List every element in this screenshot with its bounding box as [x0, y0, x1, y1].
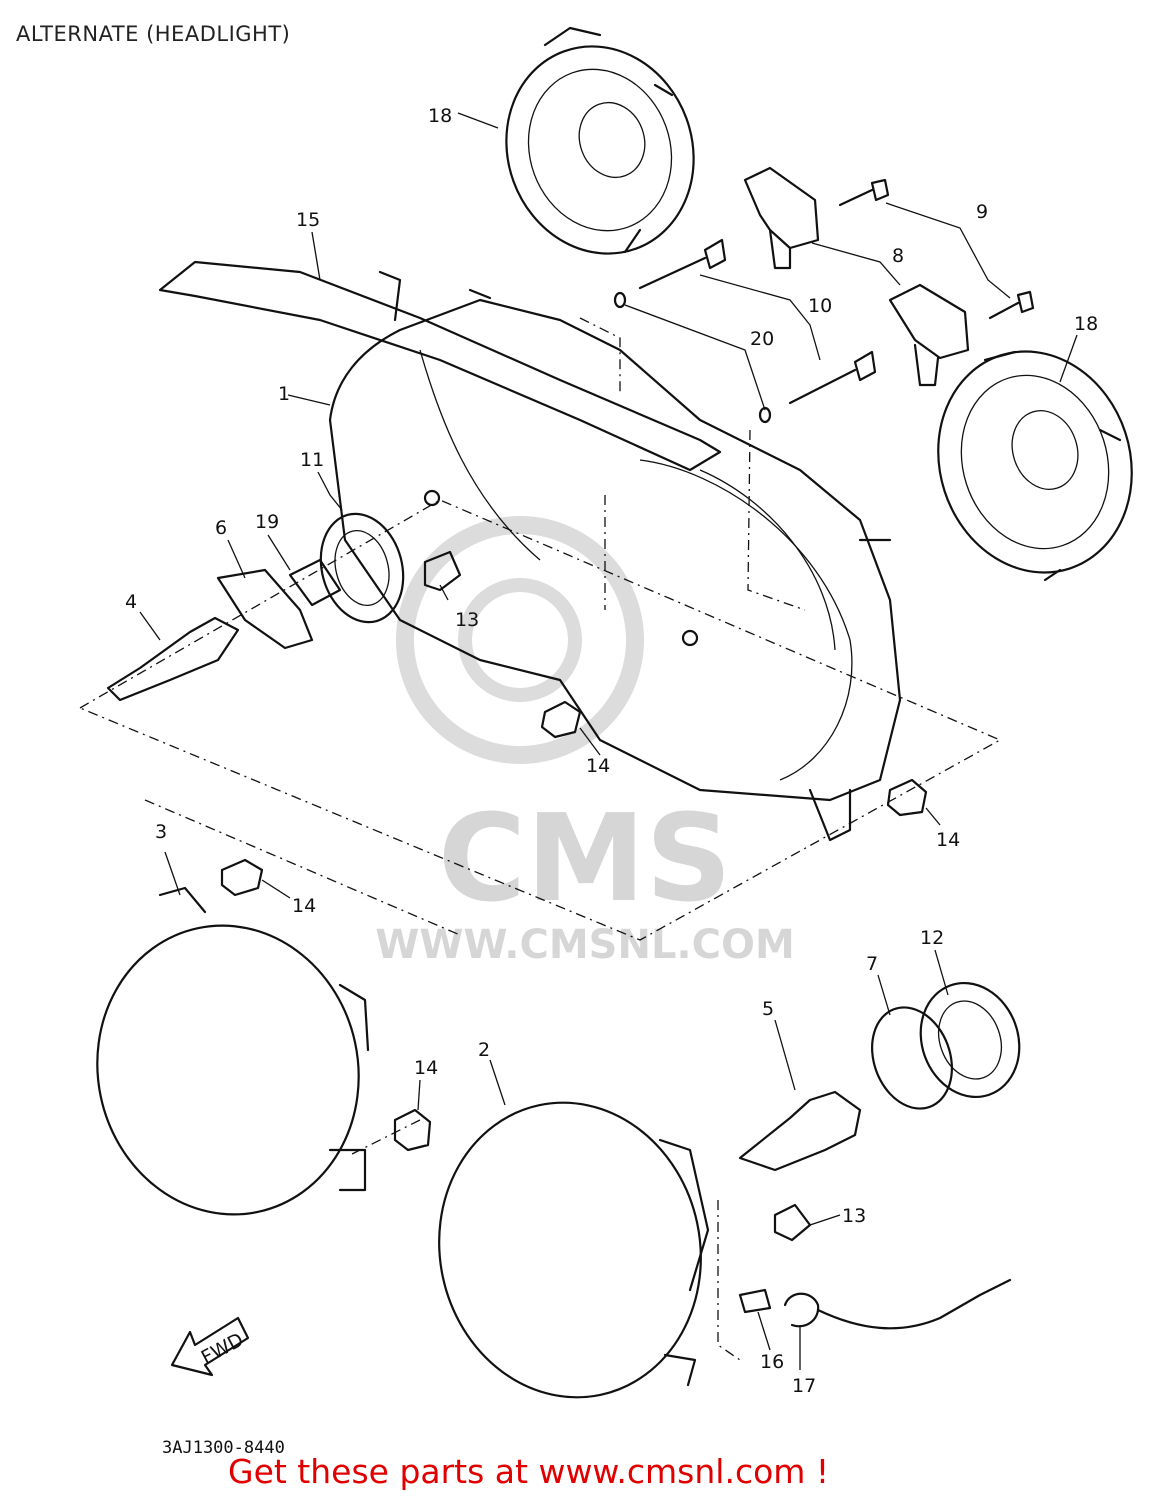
cms-watermark: CMS WWW.CMSNL.COM [375, 516, 795, 968]
callout-14: 14 [586, 755, 610, 777]
clip-left [423, 550, 462, 592]
callout-2: 2 [478, 1039, 490, 1061]
callout-14: 14 [936, 829, 960, 851]
socket-assembly-left [106, 512, 405, 702]
fwd-label: FWD [198, 1329, 247, 1369]
shop-link-banner[interactable]: Get these parts at www.cmsnl.com ! [228, 1452, 830, 1491]
callout-16: 16 [760, 1351, 784, 1373]
watermark-brand: CMS [438, 790, 732, 929]
position-lamp-assembly [738, 1203, 1012, 1330]
callout-5: 5 [762, 998, 774, 1020]
mounting-brackets [743, 166, 970, 387]
callout-4: 4 [125, 591, 137, 613]
bracket-strip [158, 260, 722, 472]
leader-lines [139, 112, 1078, 1370]
reflector-cover-upper [505, 26, 695, 255]
fwd-direction-arrow: FWD [170, 1316, 250, 1377]
callout-13: 13 [455, 609, 479, 631]
callout-3: 3 [155, 821, 167, 843]
callout-11: 11 [300, 449, 324, 471]
callout-14: 14 [414, 1057, 438, 1079]
callout-13: 13 [842, 1205, 866, 1227]
callout-1: 1 [278, 383, 290, 405]
callout-17: 17 [792, 1375, 816, 1397]
headlight-unit-left [96, 886, 370, 1216]
callout-20: 20 [750, 328, 774, 350]
grommets [613, 291, 772, 424]
headlight-unit-right [438, 1101, 710, 1399]
callout-labels: 18 15 9 8 10 18 20 1 11 19 6 4 13 14 14 … [125, 105, 1098, 1397]
callout-14: 14 [292, 895, 316, 917]
callout-18: 18 [1074, 313, 1098, 335]
callout-8: 8 [892, 245, 904, 267]
callout-10: 10 [808, 295, 832, 317]
callout-12: 12 [920, 927, 944, 949]
callout-6: 6 [215, 517, 227, 539]
nuts [220, 700, 928, 1152]
diagram-code: 3AJ1300-8440 [162, 1438, 285, 1458]
adjusting-screws [638, 178, 1035, 405]
callout-9: 9 [976, 201, 988, 223]
callout-7: 7 [866, 953, 878, 975]
socket-assembly-right [738, 981, 1021, 1172]
assembly-guide-lines [78, 317, 1002, 1361]
reflector-cover-right [937, 350, 1133, 582]
diagram-title: ALTERNATE (HEADLIGHT) [16, 22, 291, 46]
headlight-housing [328, 298, 902, 842]
watermark-url: WWW.CMSNL.COM [375, 922, 795, 968]
callout-18: 18 [428, 105, 452, 127]
callout-19: 19 [255, 511, 279, 533]
callout-15: 15 [296, 209, 320, 231]
